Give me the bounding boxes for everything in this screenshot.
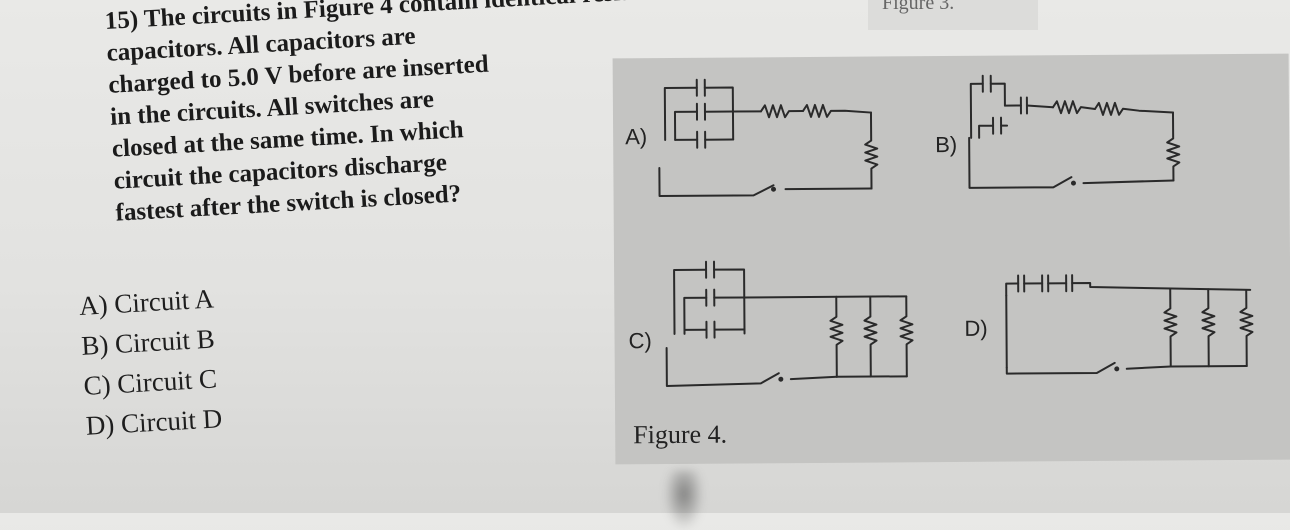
switch-icon (659, 167, 871, 196)
switch-contact (771, 187, 776, 192)
capacitor-icon (993, 118, 1001, 134)
circuit-c: C) (628, 260, 913, 386)
resistor-icon (1240, 290, 1253, 366)
wire (1006, 296, 1007, 368)
switch-contact (1071, 181, 1076, 186)
previous-figure-label: Figure 3. (868, 0, 1038, 30)
circuit-a-label: A) (625, 124, 647, 149)
switch-icon (969, 136, 1173, 187)
resistor-icon (1164, 288, 1177, 366)
circuit-diagrams: A) (613, 54, 1290, 465)
wire (1171, 366, 1247, 367)
wire (1006, 284, 1018, 296)
capacitor-icon (706, 322, 714, 338)
resistor-icon (1095, 102, 1173, 115)
figure-caption: Figure 4. (633, 420, 727, 451)
resistor-icon (865, 113, 878, 189)
option-d: D) Circuit D (85, 398, 224, 446)
switch-icon (667, 347, 837, 386)
resistor-icon (900, 296, 913, 376)
resistor-icon (864, 297, 877, 377)
resistor-icon (1053, 101, 1095, 113)
capacitor-icon (706, 262, 714, 278)
circuit-d: D) (964, 274, 1253, 374)
figure-panel: A) (613, 54, 1290, 465)
answer-options: A) Circuit A B) Circuit B C) Circuit C D… (78, 278, 223, 445)
finger-shadow (664, 470, 704, 530)
wire (1072, 282, 1250, 291)
resistor-icon (830, 297, 843, 377)
circuit-d-label: D) (964, 316, 987, 341)
photo-stage: Figure 3. 15) The circuits in Figure 4 c… (0, 0, 1290, 513)
switch-contact (778, 377, 783, 382)
wire (1027, 105, 1053, 107)
capacitor-icon (983, 76, 991, 92)
switch-icon (1007, 362, 1171, 373)
circuit-a: A) (625, 79, 878, 197)
switch-contact (1114, 366, 1119, 371)
capacitor-icon (697, 80, 705, 96)
resistor-icon (1202, 289, 1215, 366)
circuit-b-label: B) (935, 132, 957, 157)
capacitor-branch (971, 84, 1005, 138)
resistor-icon (761, 105, 803, 117)
circuit-c-label: C) (628, 328, 651, 353)
capacitor-icon (697, 104, 705, 120)
capacitor-icon (706, 290, 714, 306)
resistor-icon (1167, 112, 1179, 180)
circuit-b: B) (935, 74, 1180, 188)
resistor-icon (803, 105, 871, 117)
capacitor-icon (697, 132, 705, 148)
wire (744, 296, 906, 297)
